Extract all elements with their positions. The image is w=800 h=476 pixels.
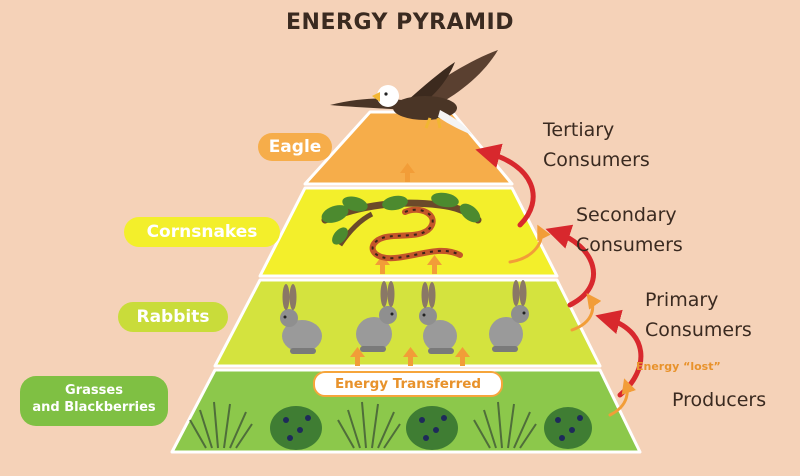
red-arrow-icon [595, 309, 644, 398]
label-primary-line1: Primary [645, 289, 719, 311]
label-grasses-line1: Grasses [65, 383, 123, 398]
label-secondary-line1: Secondary [576, 204, 677, 226]
page-title: ENERGY PYRAMID [286, 10, 514, 35]
grass-tuft-icon [473, 401, 537, 449]
grass-tuft-icon [189, 401, 253, 449]
label-secondary-consumers: Secondary Consumers [576, 200, 683, 260]
up-arrow-icon [350, 347, 365, 366]
blackberry-bush-icon [544, 407, 592, 449]
snake-on-branch-icon [321, 192, 482, 262]
label-primary-consumers: Primary Consumers [645, 285, 752, 345]
energy-lost-label: Energy “lost” [636, 360, 721, 373]
orange-arrow-icon [508, 224, 551, 264]
label-rabbits: Rabbits [118, 302, 228, 332]
label-tertiary-line1: Tertiary [543, 119, 615, 141]
orange-arrow-icon [570, 293, 602, 332]
blackberry-bush-icon [270, 406, 322, 450]
rabbit-icon [489, 280, 529, 352]
rabbit-icon [280, 284, 322, 354]
label-primary-line2: Consumers [645, 319, 752, 341]
label-grasses: Grasses and Blackberries [20, 376, 168, 426]
label-eagle: Eagle [258, 133, 332, 161]
blackberry-bush-icon [406, 406, 458, 450]
rabbit-icon [356, 281, 397, 352]
label-secondary-line2: Consumers [576, 234, 683, 256]
grass-tuft-icon [337, 401, 401, 449]
label-tertiary-consumers: Tertiary Consumers [543, 115, 650, 175]
energy-transferred-label: Energy Transferred [313, 371, 503, 397]
up-arrow-icon [427, 255, 442, 274]
label-cornsnakes: Cornsnakes [124, 217, 280, 247]
up-arrow-icon [403, 347, 418, 366]
rabbit-icon [419, 282, 457, 354]
red-arrow-icon [475, 143, 536, 228]
up-arrow-icon [455, 347, 470, 366]
energy-flow-arrows [475, 143, 644, 417]
label-tertiary-line2: Consumers [543, 149, 650, 171]
orange-arrow-icon [608, 378, 636, 417]
eagle-icon [330, 50, 498, 135]
label-grasses-line2: and Blackberries [32, 400, 156, 415]
red-arrow-icon [545, 224, 597, 308]
up-arrow-icon [400, 163, 415, 182]
label-producers: Producers [672, 389, 767, 411]
